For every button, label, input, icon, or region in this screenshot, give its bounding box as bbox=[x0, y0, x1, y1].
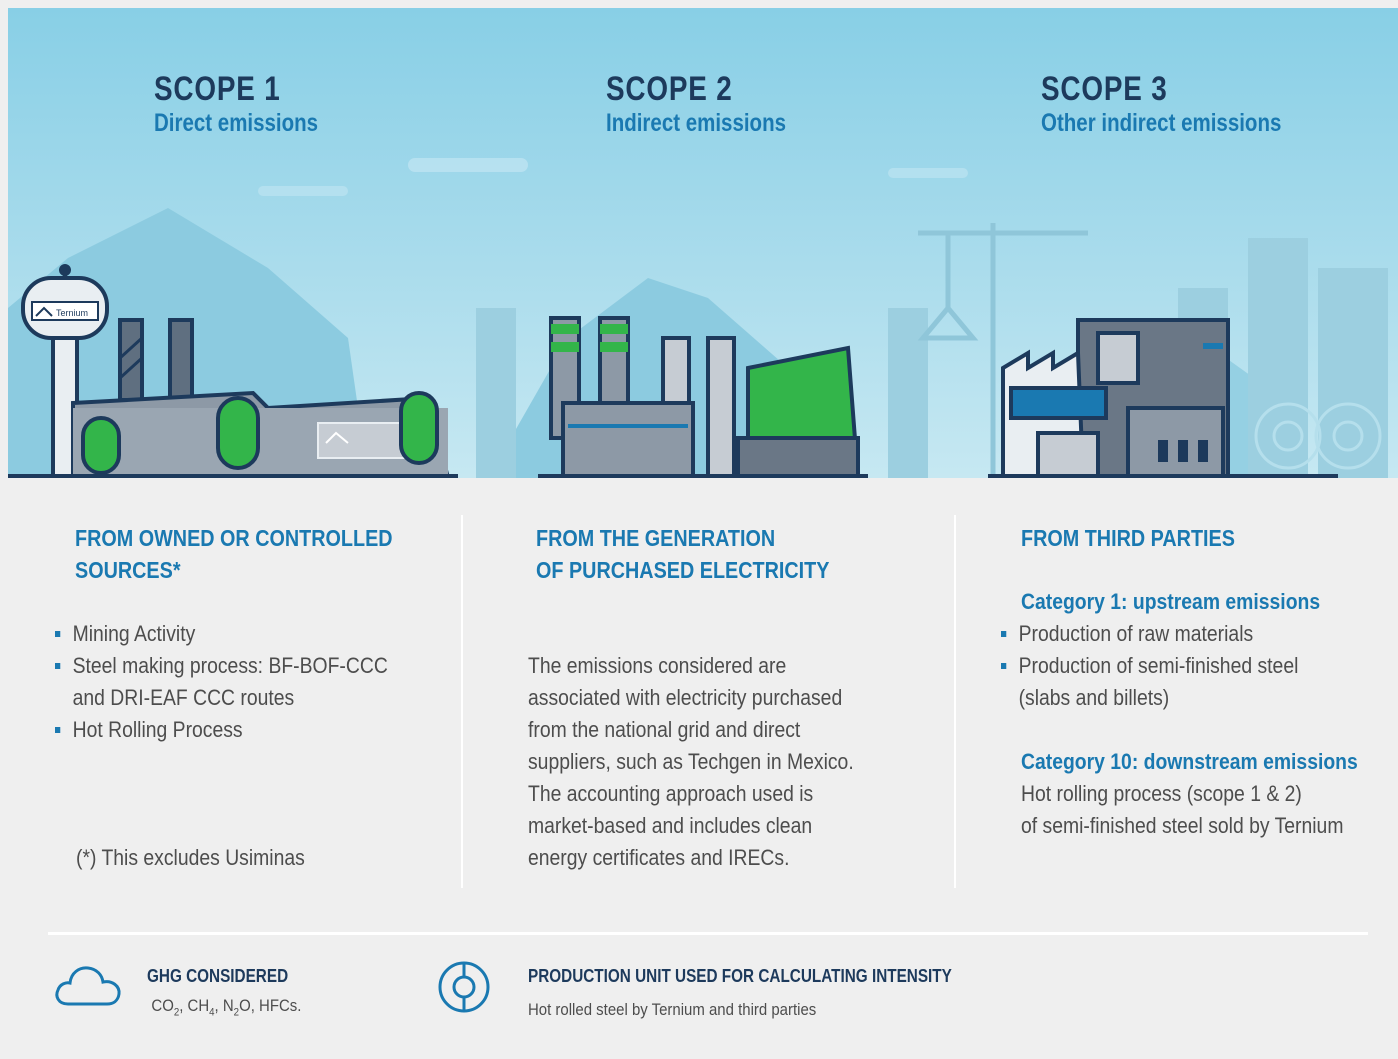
scope-1-header: SCOPE 1 Direct emissions bbox=[154, 70, 354, 138]
description-line: suppliers, such as Techgen in Mexico. bbox=[528, 749, 854, 774]
list-item-continuation: and DRI-EAF CCC routes bbox=[55, 682, 389, 714]
category-1-bullet-list: Production of raw materials Production o… bbox=[1001, 618, 1381, 714]
category-10-block: Category 10: downstream emissions Hot ro… bbox=[1021, 746, 1398, 842]
description-line: from the national grid and direct bbox=[528, 717, 801, 742]
list-item: Mining Activity bbox=[55, 618, 389, 650]
footer-divider bbox=[48, 932, 1368, 935]
target-icon bbox=[437, 960, 491, 1019]
production-unit-title: PRODUCTION UNIT USED FOR CALCULATING INT… bbox=[528, 966, 952, 986]
list-item-continuation-text: and DRI-EAF CCC routes bbox=[72, 685, 295, 710]
column-divider bbox=[954, 515, 956, 888]
ghg-gas: CO2, bbox=[151, 996, 188, 1019]
scope-3-title: SCOPE 3 bbox=[1041, 70, 1168, 108]
hero-illustration: Ternium bbox=[8, 8, 1398, 478]
category-1-block: Category 1: upstream emissions bbox=[1021, 586, 1361, 618]
scope-3-header: SCOPE 3 Other indirect emissions bbox=[1041, 70, 1334, 138]
list-item: Production of raw materials bbox=[1001, 618, 1335, 650]
scope-2-title: SCOPE 2 bbox=[606, 70, 733, 108]
scope-3-heading: FROM THIRD PARTIES bbox=[1021, 525, 1235, 551]
ghg-gases: CO2, CH4, N2O, HFCs. bbox=[147, 994, 301, 1024]
category-1-heading: Category 1: upstream emissions bbox=[1021, 589, 1321, 614]
scope-1-subtitle: Direct emissions bbox=[154, 109, 319, 137]
cloud-icon bbox=[52, 962, 124, 1013]
description-line: The accounting approach used is bbox=[528, 781, 814, 806]
scope-3-subtitle: Other indirect emissions bbox=[1041, 109, 1282, 137]
ghg-block: GHG CONSIDERED CO2, CH4, N2O, HFCs. bbox=[147, 964, 322, 1024]
industrial-skyline: Ternium bbox=[8, 158, 1388, 478]
column-divider bbox=[461, 515, 463, 888]
list-item: Production of semi-finished steel bbox=[1001, 650, 1335, 682]
ghg-gas: N2O, bbox=[222, 996, 260, 1019]
production-unit-block: PRODUCTION UNIT USED FOR CALCULATING INT… bbox=[528, 964, 1027, 1022]
scope-1-details: FROM OWNED OR CONTROLLED SOURCES* bbox=[75, 522, 445, 586]
description-line: The emissions considered are bbox=[528, 653, 787, 678]
scope-2-description: The emissions considered are associated … bbox=[528, 650, 928, 874]
ghg-gas: HFCs. bbox=[259, 996, 302, 1015]
scope-1-heading-line2: SOURCES* bbox=[75, 557, 181, 583]
description-line: associated with electricity purchased bbox=[528, 685, 843, 710]
scope-2-header: SCOPE 2 Indirect emissions bbox=[606, 70, 826, 138]
scope-1-footnote: (*) This excludes Usiminas bbox=[76, 845, 305, 870]
category-10-line: Hot rolling process (scope 1 & 2) bbox=[1021, 781, 1302, 806]
scope-2-subtitle: Indirect emissions bbox=[606, 109, 787, 137]
scope-1-bullet-list: Mining Activity Steel making process: BF… bbox=[55, 618, 435, 746]
scope-3-details: FROM THIRD PARTIES bbox=[1021, 522, 1270, 554]
scope-2-heading-line2: OF PURCHASED ELECTRICITY bbox=[536, 557, 830, 583]
category-10-line: of semi-finished steel sold by Ternium bbox=[1021, 813, 1344, 838]
production-unit-text: Hot rolled steel by Ternium and third pa… bbox=[528, 1000, 817, 1019]
tower-logo-text: Ternium bbox=[56, 308, 88, 318]
list-item-continuation-text: (slabs and billets) bbox=[1018, 685, 1170, 710]
description-line: market-based and includes clean bbox=[528, 813, 813, 838]
list-item: Hot Rolling Process bbox=[55, 714, 389, 746]
scope-1-heading-line1: FROM OWNED OR CONTROLLED bbox=[75, 525, 393, 551]
category-10-heading: Category 10: downstream emissions bbox=[1021, 749, 1358, 774]
ghg-title: GHG CONSIDERED bbox=[147, 966, 289, 986]
ghg-gas: CH4, bbox=[187, 996, 223, 1019]
list-item-continuation: (slabs and billets) bbox=[1001, 682, 1335, 714]
scope-1-title: SCOPE 1 bbox=[154, 70, 281, 108]
list-item: Steel making process: BF-BOF-CCC bbox=[55, 650, 389, 682]
description-line: energy certificates and IRECs. bbox=[528, 845, 790, 870]
scope-2-details: FROM THE GENERATION OF PURCHASED ELECTRI… bbox=[536, 522, 916, 586]
scope-2-heading-line1: FROM THE GENERATION bbox=[536, 525, 776, 551]
